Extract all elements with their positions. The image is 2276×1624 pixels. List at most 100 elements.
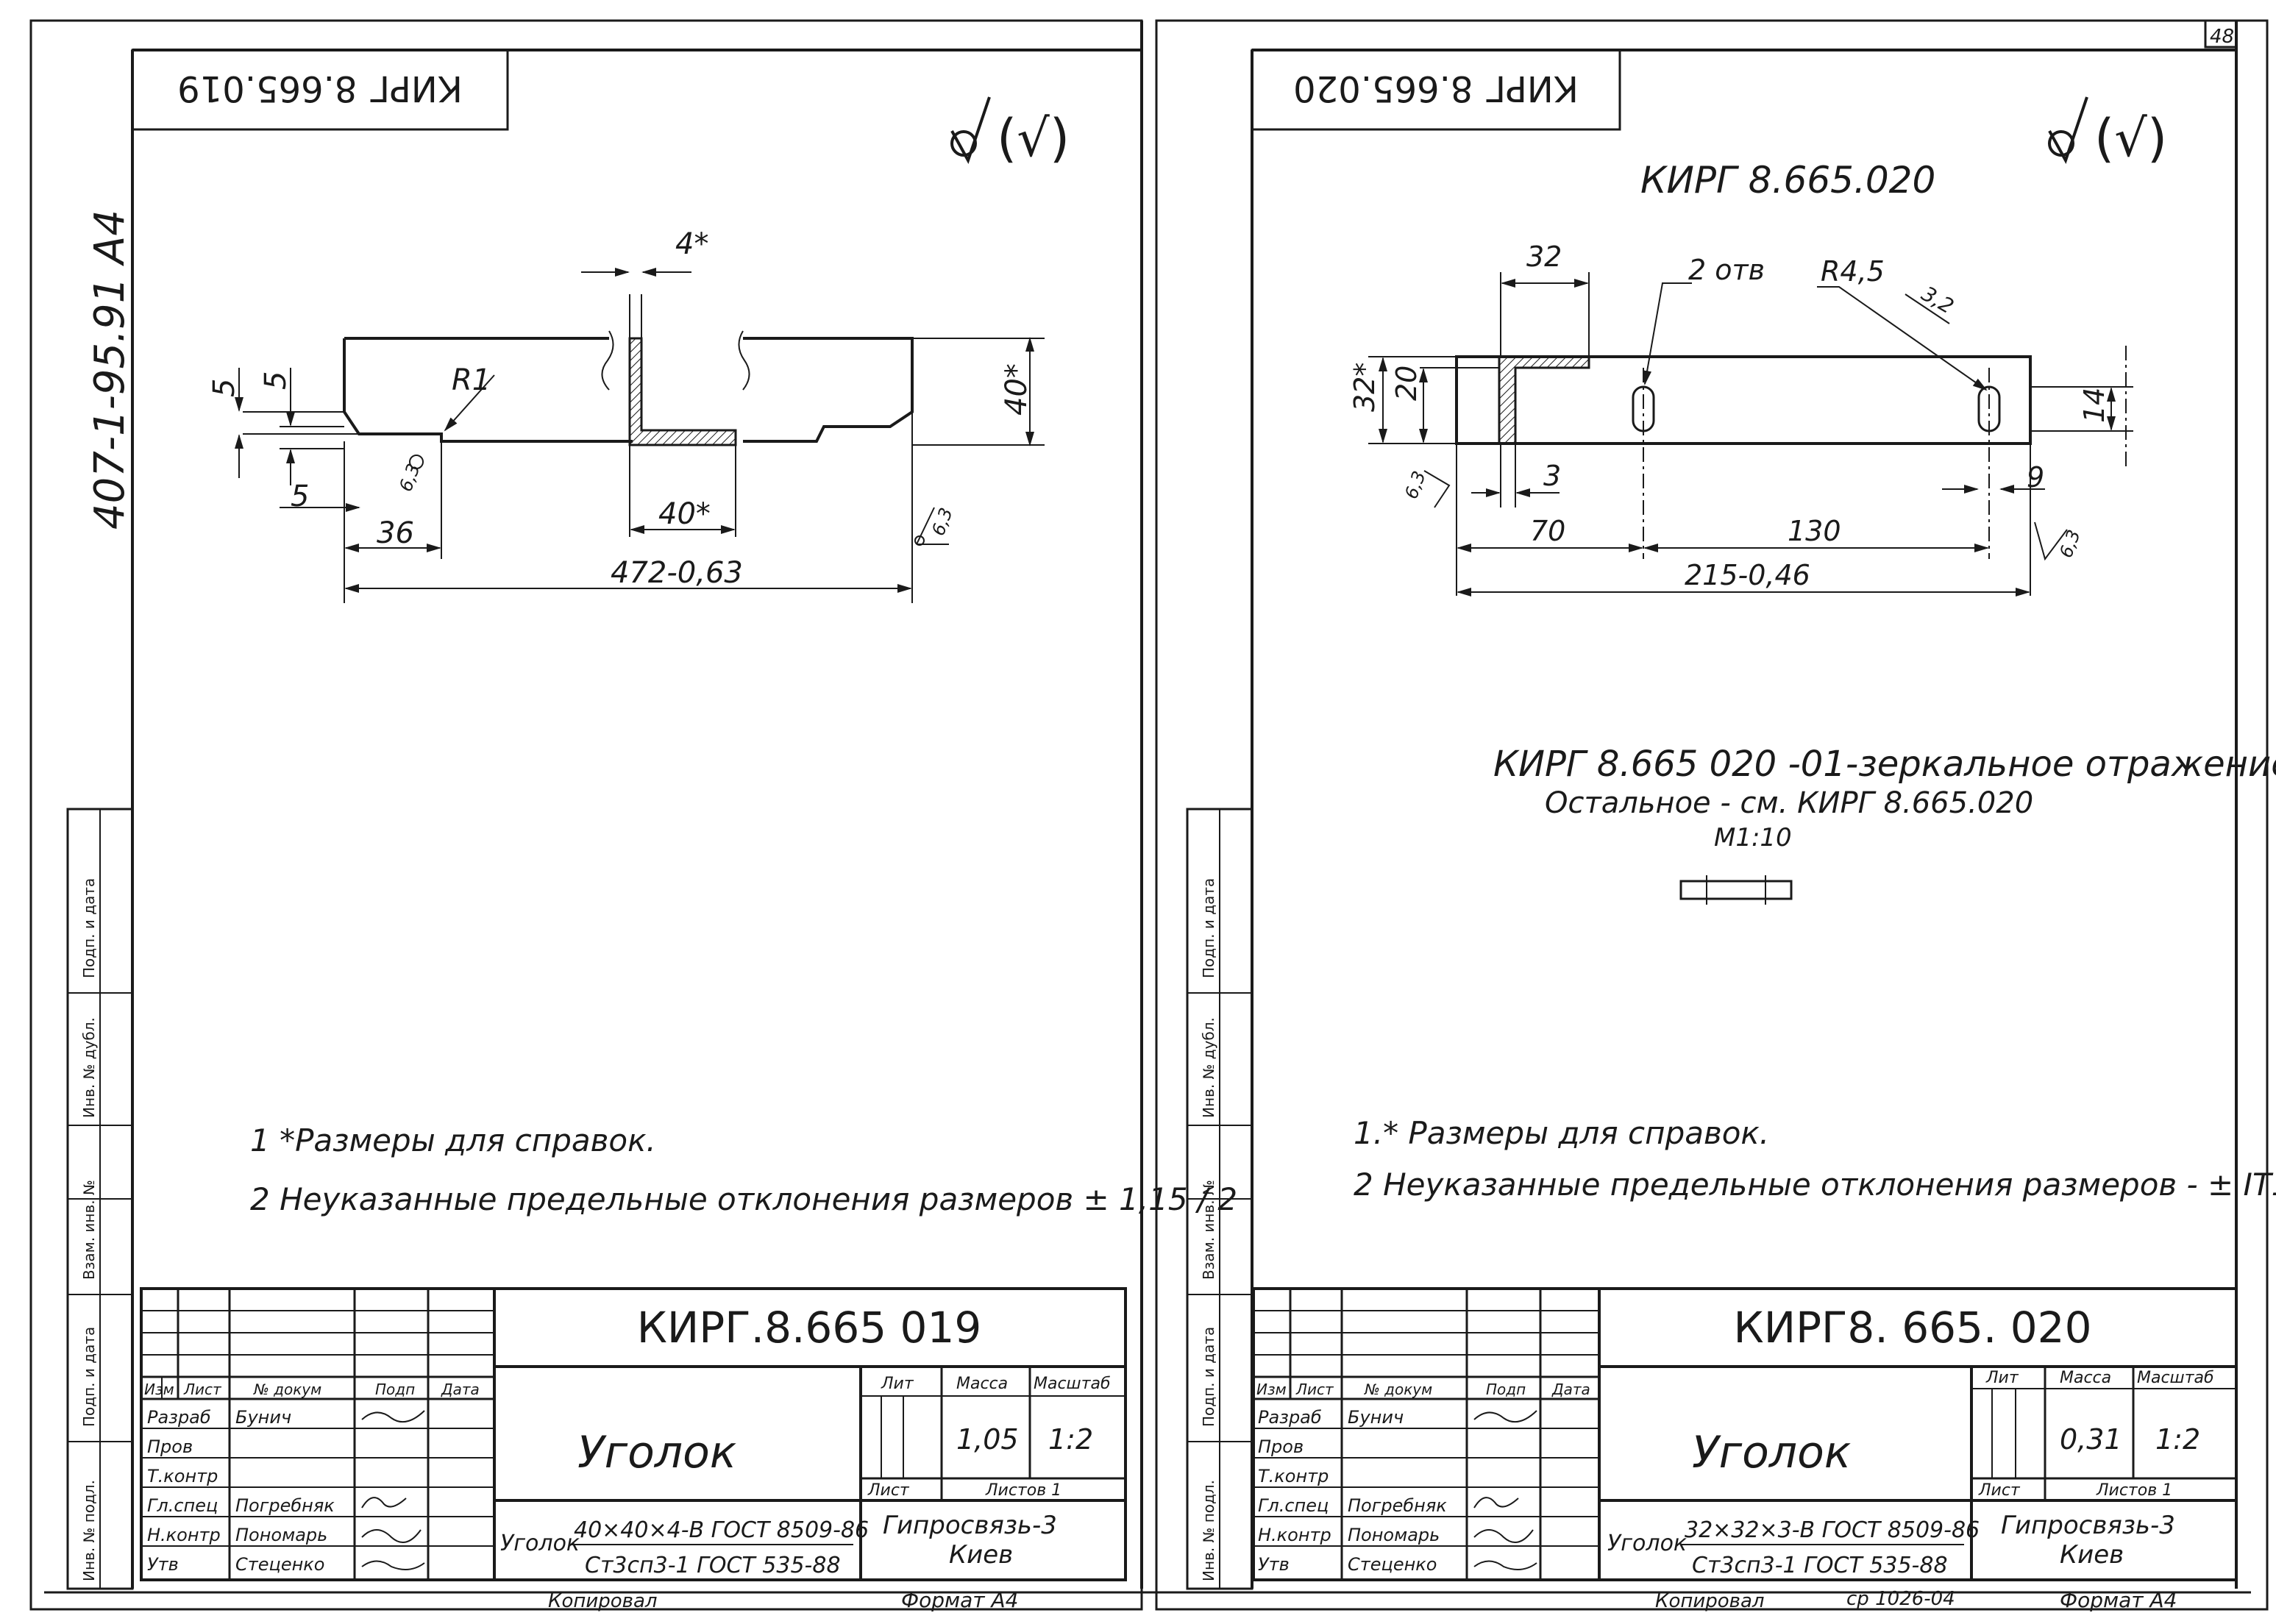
sheet1-row-razrab: Разраб xyxy=(147,1407,211,1428)
rough-1: 6,3 xyxy=(1401,469,1429,502)
sheet1-designation: КИРГ.8.665 019 xyxy=(637,1303,982,1353)
dim-h20: 20 xyxy=(1390,366,1423,401)
sheet2-part-name: Уголок xyxy=(1692,1427,1851,1478)
sheet2-row-prov: Пров xyxy=(1258,1436,1304,1457)
sheet2-part-drawing xyxy=(1368,272,2133,596)
dim-radius: R1 xyxy=(452,363,491,397)
sheet2-sheet-label: Лист xyxy=(1978,1481,2021,1500)
sheet2-scale: 1:2 xyxy=(2155,1423,2200,1456)
sheet2-row-glspec: Гл.спец xyxy=(1258,1495,1329,1516)
svg-text:(√): (√) xyxy=(2094,108,2167,168)
sheet2-hdr-mass: Масса xyxy=(2060,1369,2111,1387)
dim-130: 130 xyxy=(1788,515,1841,547)
sheet1-head-list: Лист xyxy=(183,1381,222,1398)
sheet1-row-prov: Пров xyxy=(147,1436,193,1457)
sheet1-org-2: Киев xyxy=(949,1540,1013,1570)
sheet2-mirror-note-3: М1:10 xyxy=(1714,823,1792,852)
sheet2-drawing-title: КИРГ 8.665.020 xyxy=(1640,159,1935,202)
sheet1-name-glspec: Погребняк xyxy=(235,1495,335,1516)
sheet2-mirror-note-2: Остальное - см. КИРГ 8.665.020 xyxy=(1545,786,2033,820)
sheet1-scale: 1:2 xyxy=(1048,1423,1093,1456)
sheet1-material-top: 40×40×4-В ГОСТ 8509-86 xyxy=(574,1517,869,1543)
stamp-vzam-r: Взам. инв. № xyxy=(1200,1180,1217,1280)
dim-height: 40* xyxy=(1000,363,1034,416)
dim-radius: R4,5 xyxy=(1821,255,1885,288)
dim-5b: 5 xyxy=(259,371,293,390)
sheet2-name-razrab: Бунич xyxy=(1348,1407,1404,1428)
margin-stamp-right xyxy=(1186,808,1253,1590)
dim-h32: 32* xyxy=(1348,363,1381,412)
dim-70: 70 xyxy=(1530,515,1565,547)
sheet2-signatures xyxy=(1473,1410,1537,1570)
roughness-icon: (√) xyxy=(950,96,1070,168)
sheet2-designation: КИРГ8. 665. 020 xyxy=(1734,1303,2092,1353)
sheet1-head-izm: Изм xyxy=(144,1381,174,1398)
sheet1-mass: 1,05 xyxy=(956,1423,1019,1456)
sheet2-footer-mid: ср 1026-04 xyxy=(1846,1588,1955,1610)
sheet1-head-data: Дата xyxy=(441,1381,480,1398)
sheet2-mirror-code: КИРГ 8.665.020 xyxy=(1293,68,1579,109)
sheet1-hdr-scale: Масштаб xyxy=(1034,1375,1111,1393)
sheet2-org-2: Киев xyxy=(2060,1540,2124,1570)
sheet-2: КИРГ 8.665.020 (√) КИРГ 8.665.020 xyxy=(1251,49,2276,1612)
stamp-dubl: Инв. № дубл. xyxy=(80,1017,98,1118)
rough-2: 6,3 xyxy=(2055,527,2084,560)
dim-thickness: 4* xyxy=(675,227,708,261)
small-part-sketch xyxy=(1679,875,1793,905)
sheet-1: КИРГ 8.665.019 (√) xyxy=(131,49,1237,1612)
stamp-dubl-r: Инв. № дубл. xyxy=(1200,1017,1217,1118)
dim-5a: 5 xyxy=(207,379,241,397)
sheet2-org-1: Гипросвязь-3 xyxy=(2001,1511,2175,1540)
sheet2-hdr-lit: Лит xyxy=(1985,1369,2019,1387)
page-number: 48 xyxy=(2210,26,2234,48)
dim-36: 36 xyxy=(377,516,414,550)
rough-1: 6,3 xyxy=(395,461,424,494)
sheet1-signatures xyxy=(361,1410,425,1570)
sheet1-sheets-label: Листов 1 xyxy=(985,1481,1061,1500)
dim-3: 3 xyxy=(1543,460,1561,492)
stamp-podp-data-2-r: Подп. и дата xyxy=(1200,878,1217,978)
sheet2-material-prefix: Уголок xyxy=(1607,1531,1687,1556)
dim-5c: 5 xyxy=(291,480,309,513)
sheet1-note-2: 2 Неуказанные предельные отклонения разм… xyxy=(250,1181,1237,1217)
sheet1-row-tkontr: Т.контр xyxy=(147,1466,218,1486)
stamp-podp-data-1-r: Подп. и дата xyxy=(1200,1327,1217,1427)
roughness-icon: (√) xyxy=(2048,96,2167,168)
sheet1-org-1: Гипросвязь-3 xyxy=(883,1511,1057,1540)
project-code: 407-1-95.91 A4 xyxy=(86,210,134,530)
sheet1-part-drawing xyxy=(235,268,1045,603)
sheet2-row-tkontr: Т.контр xyxy=(1258,1466,1329,1486)
stamp-inv-podl: Инв. № подл. xyxy=(80,1480,98,1581)
sheet1-name-razrab: Бунич xyxy=(235,1407,291,1428)
sheet1-row-glspec: Гл.спец xyxy=(147,1495,218,1516)
sheet1-hdr-lit: Лит xyxy=(881,1375,914,1393)
sheet1-title-block xyxy=(140,1287,1127,1581)
dim-9: 9 xyxy=(2027,461,2044,494)
sheet2-note-1: 1.* Размеры для справок. xyxy=(1354,1115,1769,1151)
dim-leg: 40* xyxy=(658,497,711,531)
sheet2-head-podp: Подп xyxy=(1486,1381,1526,1398)
sheet2-head-data: Дата xyxy=(1551,1381,1590,1398)
sheet2-mirror-note-1: КИРГ 8.665 020 -01-зеркальное отражение xyxy=(1493,744,2276,785)
sheet2-note-2: 2 Неуказанные предельные отклонения разм… xyxy=(1354,1167,2276,1203)
dim-holes: 2 отв xyxy=(1688,254,1765,286)
sheet2-head-izm: Изм xyxy=(1256,1381,1287,1398)
dim-w14: 14 xyxy=(2078,388,2110,423)
sheet1-material-bottom: Ст3сп3-1 ГОСТ 535-88 xyxy=(585,1553,841,1578)
sheet1-material-prefix: Уголок xyxy=(500,1531,580,1556)
sheet2-name-glspec: Погребняк xyxy=(1348,1495,1447,1516)
sheet2-sheets-label: Листов 1 xyxy=(2096,1481,2172,1500)
sheet2-title-block xyxy=(1252,1287,2238,1581)
sheet1-head-dokum: № докум xyxy=(253,1381,321,1398)
stamp-podp-data-2: Подп. и дата xyxy=(80,878,98,978)
dim-32: 32 xyxy=(1526,241,1562,273)
svg-text:(√): (√) xyxy=(997,108,1070,168)
rough-2: 6,3 xyxy=(928,505,956,538)
sheet2-name-nkontr: Пономарь xyxy=(1348,1525,1440,1545)
sheet1-head-podp: Подп xyxy=(375,1381,415,1398)
margin-stamp-left xyxy=(66,808,134,1590)
sheet1-name-utv: Стеценко xyxy=(235,1554,324,1575)
stamp-podp-data-1: Подп. и дата xyxy=(80,1327,98,1427)
sheet2-footer-left: Копировал xyxy=(1655,1590,1765,1612)
